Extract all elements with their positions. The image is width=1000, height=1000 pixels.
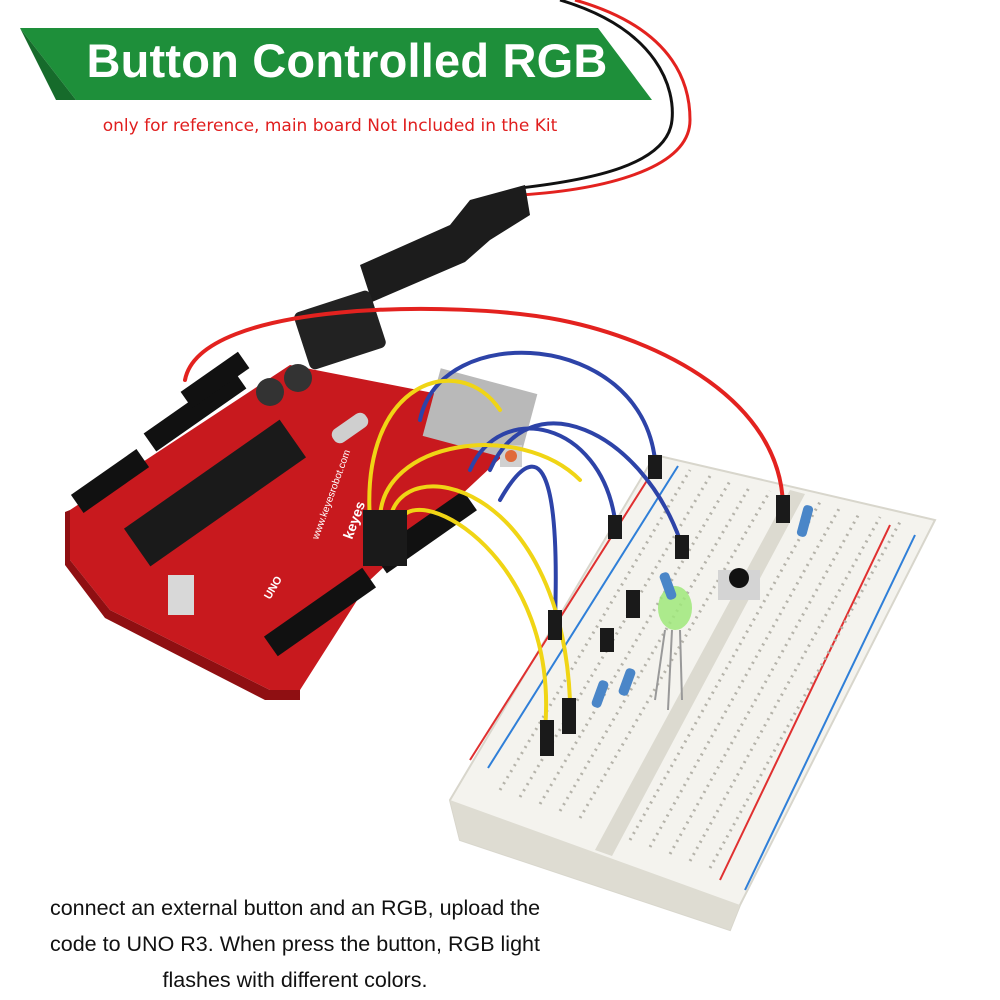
jumper-wires: [183, 306, 785, 732]
power-cable-red: [519, 0, 692, 197]
title-banner: [20, 28, 652, 100]
dc-plug: [360, 185, 530, 302]
resistors: [591, 505, 814, 708]
caption-line: flashes with different colors.: [162, 968, 428, 992]
title-banner-shadow: [20, 28, 76, 100]
caption-line: connect an external button and an RGB, u…: [49, 896, 541, 920]
caption-line: code to UNO R3. When press the button, R…: [50, 932, 540, 956]
wire-pins: [363, 455, 790, 756]
caption: connect an external button and an RGB, u…: [0, 890, 590, 998]
arduino-board: [65, 351, 538, 700]
rgb-led: [654, 586, 692, 711]
breadboard: [448, 453, 937, 932]
power-cable-black: [519, 0, 674, 190]
push-button: [718, 568, 760, 600]
